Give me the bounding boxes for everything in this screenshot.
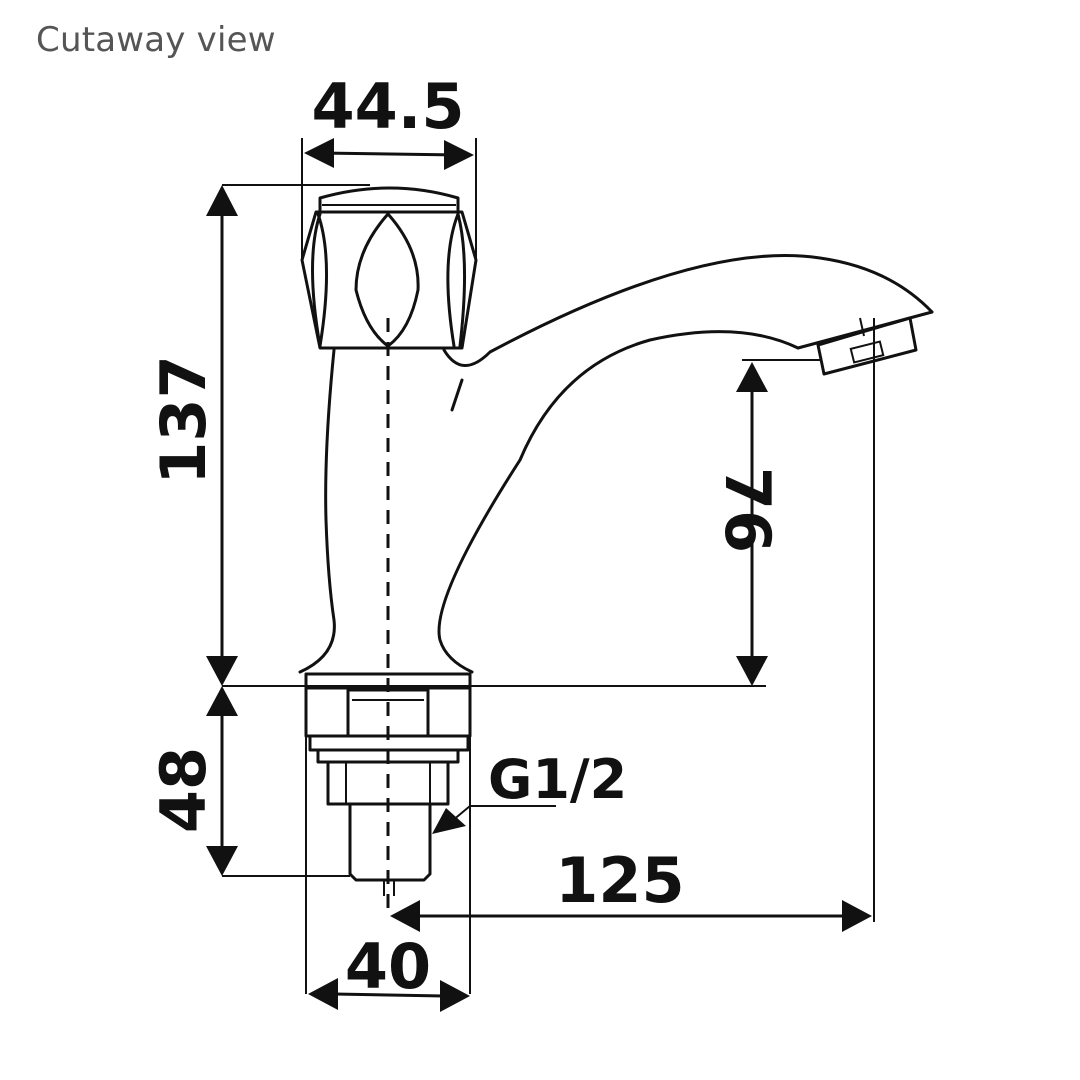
body-left [298, 348, 336, 674]
dimension-label-spout-reach: 125 [555, 844, 684, 917]
body-right [442, 254, 934, 367]
dimension-spout-height: 76 [711, 359, 820, 686]
dimension-base-width: 40 [305, 688, 471, 1012]
threaded-shank [348, 802, 432, 882]
handle-cap [318, 186, 460, 214]
thread-label: G1/2 [488, 748, 627, 811]
page-title: Cutaway view [36, 20, 276, 60]
aerator [816, 316, 918, 376]
dimension-label-handle-width: 44.5 [312, 70, 465, 143]
dimension-total-height: 137 [147, 184, 370, 686]
dimension-handle-width: 44.5 [301, 70, 477, 258]
dimension-label-base-width: 40 [345, 930, 431, 1003]
thread-callout: G1/2 [432, 748, 627, 834]
handle-body [300, 210, 478, 350]
handle-facet-right [456, 212, 467, 348]
dimension-spout-reach: 125 [390, 318, 875, 932]
dimension-label-base-height: 48 [147, 747, 220, 833]
faucet-outline [298, 186, 934, 918]
spout-underside [437, 330, 800, 674]
dimension-label-total-height: 137 [147, 355, 220, 484]
handle-facet-left [316, 212, 328, 348]
dimension-base-height: 48 [147, 686, 350, 877]
dimension-label-spout-height: 76 [711, 467, 784, 553]
